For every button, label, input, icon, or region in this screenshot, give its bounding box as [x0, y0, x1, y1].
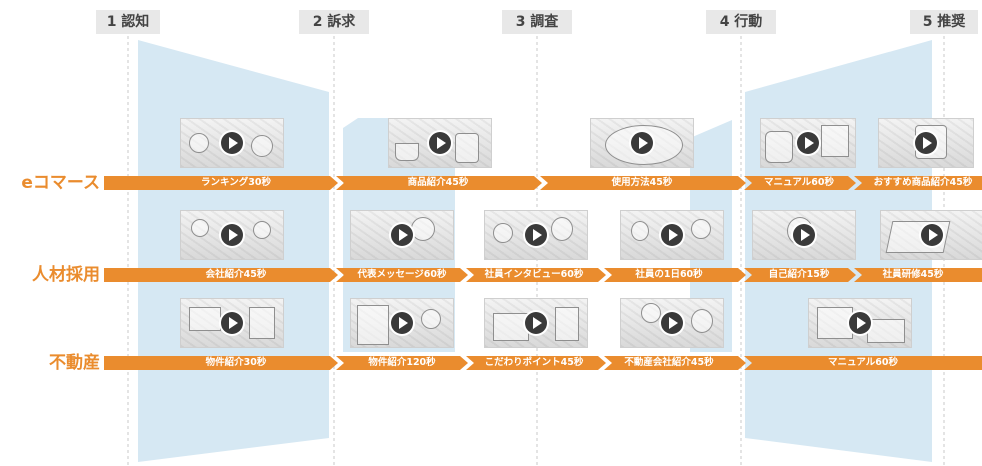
segment-bar	[604, 268, 746, 282]
segment-bar	[336, 176, 542, 190]
segment-label: 会社紹介45秒	[205, 269, 267, 280]
segment-label: 物件紹介120秒	[368, 357, 436, 368]
stage-label-2: 2 訴求	[299, 10, 369, 34]
play-icon[interactable]	[221, 132, 243, 154]
play-icon[interactable]	[429, 132, 451, 154]
segment-label: 自己紹介15秒	[768, 269, 830, 280]
video-thumbnail[interactable]	[350, 210, 454, 260]
stage-label-3: 3 調査	[502, 10, 572, 34]
segment-label: 社員インタビュー60秒	[484, 269, 584, 280]
segment-label: 社員研修45秒	[882, 269, 944, 280]
segment-label: 商品紹介45秒	[407, 177, 469, 188]
play-icon[interactable]	[849, 312, 871, 334]
row-bars	[104, 176, 982, 370]
video-thumbnail[interactable]	[620, 298, 724, 348]
video-thumbnail[interactable]	[350, 298, 454, 348]
video-thumbnail[interactable]	[180, 298, 284, 348]
stage-label-1: 1 認知	[96, 10, 160, 34]
segment-bar	[744, 356, 982, 370]
segment-bar	[104, 356, 338, 370]
segment-bar	[104, 268, 338, 282]
stage-label-4: 4 行動	[706, 10, 776, 34]
play-icon[interactable]	[525, 312, 547, 334]
video-thumbnail[interactable]	[878, 118, 974, 168]
segment-label: 代表メッセージ60秒	[357, 269, 447, 280]
segment-bar	[604, 356, 746, 370]
play-icon[interactable]	[525, 224, 547, 246]
video-thumbnail[interactable]	[180, 210, 284, 260]
play-icon[interactable]	[221, 312, 243, 334]
segment-label: マニュアル60秒	[828, 357, 898, 368]
segment-bar	[466, 356, 606, 370]
segment-label: ランキング30秒	[201, 177, 271, 188]
video-thumbnail[interactable]	[388, 118, 492, 168]
video-thumbnail[interactable]	[590, 118, 694, 168]
stage-label-5: 5 推奨	[910, 10, 978, 34]
play-icon[interactable]	[921, 224, 943, 246]
video-thumbnail[interactable]	[880, 210, 982, 260]
segment-label: 物件紹介30秒	[205, 357, 267, 368]
video-thumbnail[interactable]	[620, 210, 724, 260]
row-label-real-estate: 不動産	[49, 353, 100, 373]
segment-bar	[336, 268, 468, 282]
play-icon[interactable]	[661, 312, 683, 334]
play-icon[interactable]	[391, 224, 413, 246]
video-thumbnail[interactable]	[180, 118, 284, 168]
segment-bar	[540, 176, 746, 190]
play-icon[interactable]	[915, 132, 937, 154]
video-thumbnail[interactable]	[808, 298, 912, 348]
video-thumbnail[interactable]	[484, 298, 588, 348]
segment-label: 不動産会社紹介45秒	[624, 357, 714, 368]
segment-bar	[104, 176, 338, 190]
segment-bar	[744, 176, 856, 190]
video-thumbnail[interactable]	[484, 210, 588, 260]
segment-bar	[466, 268, 606, 282]
play-icon[interactable]	[793, 224, 815, 246]
video-thumbnail[interactable]	[760, 118, 856, 168]
row-label-recruiting: 人材採用	[32, 265, 100, 285]
play-icon[interactable]	[221, 224, 243, 246]
segment-label: こだわりポイント45秒	[484, 357, 584, 368]
segment-label: 社員の1日60秒	[635, 269, 703, 280]
segment-label: おすすめ商品紹介45秒	[873, 177, 973, 188]
play-icon[interactable]	[797, 132, 819, 154]
segment-label: 使用方法45秒	[611, 177, 673, 188]
segment-bar	[854, 268, 982, 282]
segment-bar	[336, 356, 468, 370]
segment-label: マニュアル60秒	[764, 177, 834, 188]
segment-bar	[854, 176, 982, 190]
play-icon[interactable]	[391, 312, 413, 334]
segment-bar	[744, 268, 856, 282]
play-icon[interactable]	[661, 224, 683, 246]
play-icon[interactable]	[631, 132, 653, 154]
video-thumbnail[interactable]	[752, 210, 856, 260]
row-label-ecommerce: eコマース	[21, 173, 100, 193]
